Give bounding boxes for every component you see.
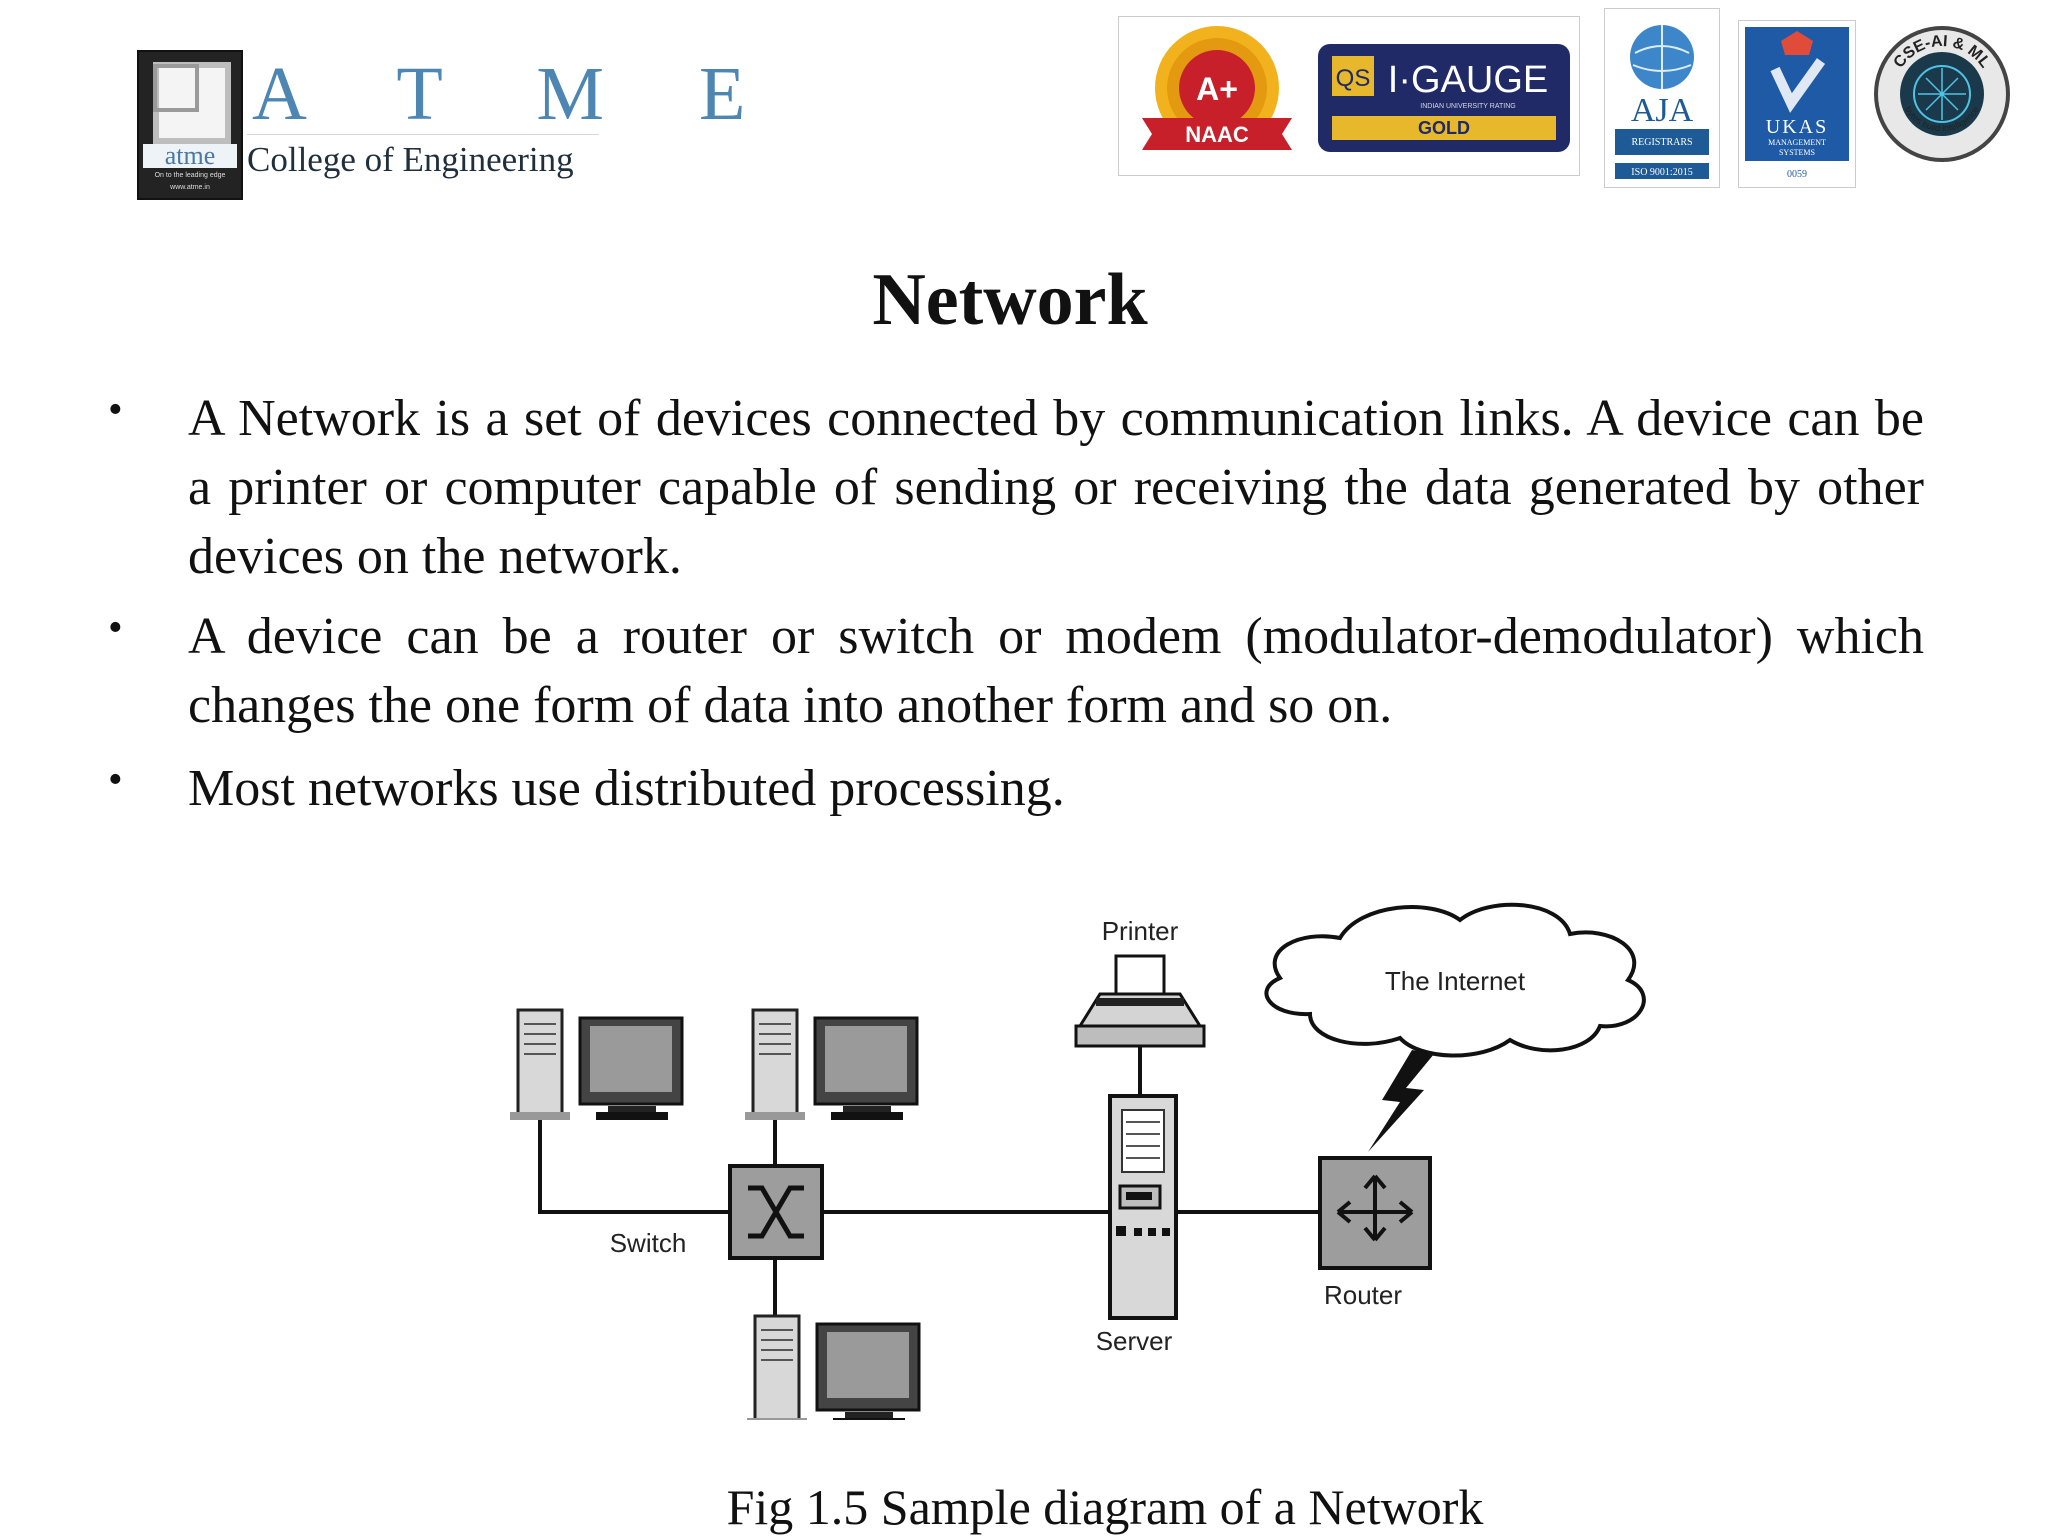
qs-prefix: QS — [1336, 65, 1371, 92]
naac-label: NAAC — [1185, 122, 1249, 147]
aja-badge: AJA REGISTRARS ISO 9001:2015 — [1604, 8, 1720, 188]
network-diagram: Switch Printer Server The Internet Route… — [510, 902, 1646, 1420]
workstation-icon — [745, 1008, 919, 1120]
server-icon — [1108, 1094, 1178, 1320]
aja-sub: REGISTRARS — [1631, 137, 1692, 148]
switch-label: Switch — [610, 1228, 687, 1258]
naac-badge: A+ NAAC — [1142, 26, 1292, 150]
atme-url: www.atme.in — [170, 184, 210, 191]
aja-title: AJA — [1631, 92, 1694, 129]
naac-grade: A+ — [1196, 71, 1238, 107]
ukas-sub1: MANAGEMENT — [1768, 138, 1826, 147]
internet-cloud-icon — [1264, 902, 1646, 1058]
switch-icon — [728, 1164, 824, 1260]
ukas-num: 0059 — [1787, 169, 1807, 180]
qs-igauge-badge: QS I·GAUGE INDIAN UNIVERSITY RATING GOLD — [1318, 44, 1570, 152]
lightning-bolt-icon — [1368, 1050, 1434, 1152]
atme-logo: atme On to the leading edge www.atme.in … — [137, 50, 745, 200]
cse-aiml-badge: CSE-AI & ML bytes build intelligence — [1874, 26, 2010, 162]
bullet-item-3: Most networks use distributed processing… — [188, 760, 1065, 817]
bullet-dot: • — [108, 605, 123, 651]
router-icon — [1318, 1156, 1432, 1270]
connection-lines — [538, 1046, 1320, 1318]
bullet-dot: • — [108, 387, 123, 433]
atme-small-text: atme — [143, 143, 237, 169]
bullet-item-1: A Network is a set of devices connected … — [188, 390, 1924, 585]
logo-divider — [247, 134, 599, 135]
figure-caption: Fig 1.5 Sample diagram of a Network — [726, 1479, 1484, 1535]
workstation-icon — [510, 1008, 684, 1120]
bullet-dot: • — [108, 757, 123, 803]
router-label: Router — [1324, 1280, 1402, 1310]
bullet-item-2: A device can be a router or switch or mo… — [188, 608, 1924, 734]
aja-iso: ISO 9001:2015 — [1631, 167, 1692, 178]
page-title: Network — [872, 259, 1148, 341]
ukas-sub2: SYSTEMS — [1779, 148, 1815, 157]
internet-label: The Internet — [1385, 966, 1526, 996]
college-name: College of Engineering — [247, 140, 574, 179]
atme-tagline: On to the leading edge — [154, 172, 226, 179]
qs-subtitle: INDIAN UNIVERSITY RATING — [1420, 103, 1515, 110]
workstation-icon — [747, 1314, 921, 1420]
ukas-title: UKAS — [1766, 116, 1828, 138]
atme-letters: A T M E — [252, 52, 784, 136]
qs-title: I·GAUGE — [1388, 59, 1548, 101]
qs-level: GOLD — [1418, 118, 1470, 138]
printer-label: Printer — [1102, 916, 1179, 946]
server-label: Server — [1096, 1326, 1173, 1356]
ukas-badge: UKAS MANAGEMENT SYSTEMS 0059 — [1738, 20, 1856, 188]
atme-mark-icon: atme On to the leading edge www.atme.in — [137, 50, 243, 200]
printer-icon — [1074, 954, 1206, 1048]
